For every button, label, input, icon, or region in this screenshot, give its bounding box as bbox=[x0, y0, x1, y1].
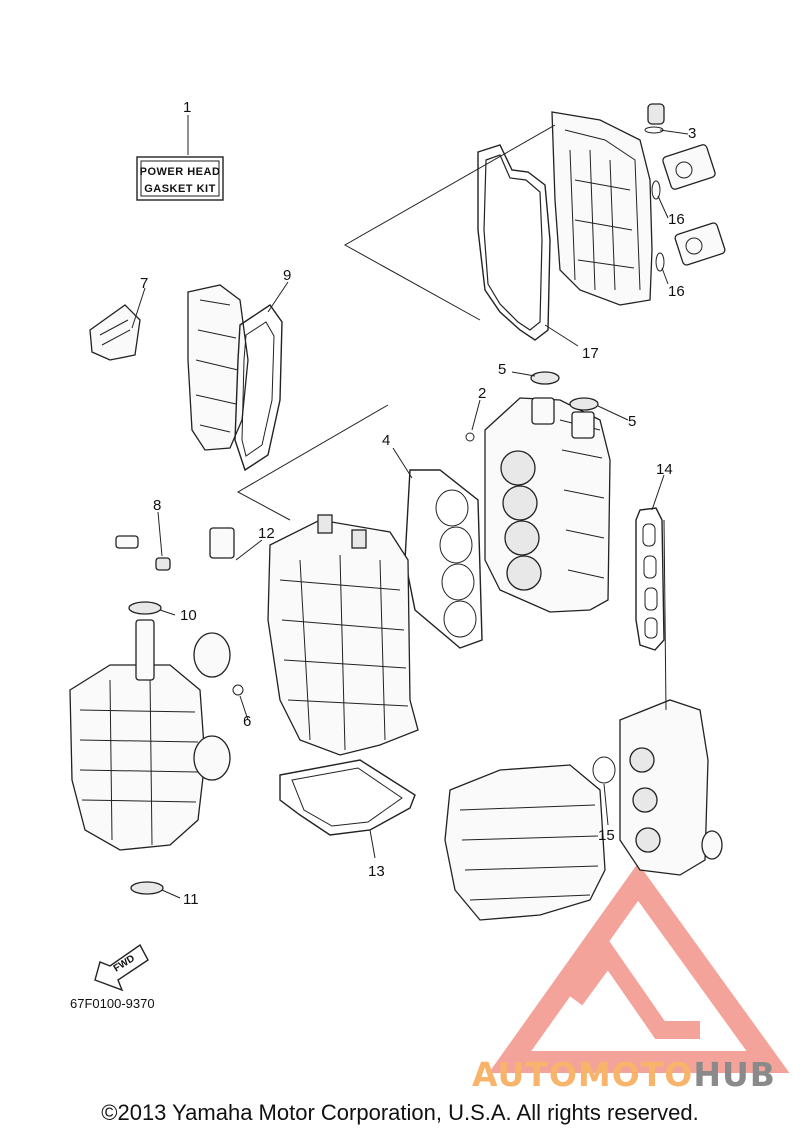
copyright-notice: ©2013 Yamaha Motor Corporation, U.S.A. A… bbox=[101, 1100, 699, 1125]
callout-13: 13 bbox=[368, 863, 385, 880]
oil-seal-5-right[interactable] bbox=[569, 397, 599, 411]
callout-5-left: 5 bbox=[498, 361, 506, 378]
callout-16-upper: 16 bbox=[668, 211, 685, 228]
throttle-body[interactable] bbox=[619, 699, 723, 876]
callout-15: 15 bbox=[598, 827, 615, 844]
callout-16-lower: 16 bbox=[668, 283, 685, 300]
callout-10: 10 bbox=[180, 607, 197, 624]
sensor-assembly[interactable] bbox=[115, 535, 171, 571]
watermark-text: AUTOMOTOHUB bbox=[472, 1055, 776, 1094]
oil-seal-10[interactable] bbox=[128, 601, 162, 615]
callout-labels: 1 2 3 4 5 5 6 7 8 9 10 11 12 13 14 15 16… bbox=[140, 99, 696, 908]
fuel-pump-lower[interactable] bbox=[674, 222, 726, 266]
oil-seal-11[interactable] bbox=[130, 881, 164, 895]
washer-2[interactable] bbox=[465, 432, 475, 442]
o-ring-15[interactable] bbox=[592, 756, 616, 784]
diagram-part-number: 67F0100-9370 bbox=[70, 996, 155, 1011]
crankcase-assembly[interactable] bbox=[69, 619, 231, 851]
base-gasket[interactable] bbox=[279, 759, 416, 836]
exhaust-cover-gasket[interactable] bbox=[234, 304, 283, 472]
callout-3: 3 bbox=[688, 125, 696, 142]
callout-1: 1 bbox=[183, 99, 191, 116]
head-cover-gasket[interactable] bbox=[477, 144, 551, 341]
watermark-logo bbox=[488, 863, 790, 1073]
callout-17: 17 bbox=[582, 345, 599, 362]
callout-5-right: 5 bbox=[628, 413, 636, 430]
cylinder-head-gasket[interactable] bbox=[404, 469, 483, 649]
callout-7: 7 bbox=[140, 275, 148, 292]
callout-9: 9 bbox=[283, 267, 291, 284]
watermark-brand-hub: HUB bbox=[693, 1055, 776, 1094]
fwd-arrow-icon: FWD bbox=[94, 943, 149, 992]
bracket-12[interactable] bbox=[209, 527, 235, 559]
kit-box-line1: POWER HEAD bbox=[140, 166, 221, 178]
o-ring-16-upper[interactable] bbox=[651, 180, 661, 200]
callout-4: 4 bbox=[382, 432, 390, 449]
kit-box-line2: GASKET KIT bbox=[144, 183, 216, 195]
oil-filler-cap[interactable] bbox=[647, 103, 665, 125]
oil-seal-5-left[interactable] bbox=[530, 371, 560, 385]
fuel-pump-upper[interactable] bbox=[662, 144, 716, 191]
callout-12: 12 bbox=[258, 525, 275, 542]
watermark-brand-automoto: AUTOMOTO bbox=[472, 1055, 693, 1094]
gasket-kit-box: POWER HEAD GASKET KIT bbox=[136, 156, 224, 201]
callout-11: 11 bbox=[183, 891, 199, 908]
thermostat-housing[interactable] bbox=[89, 304, 141, 361]
intake-manifold[interactable] bbox=[444, 764, 606, 921]
callout-6: 6 bbox=[243, 713, 251, 730]
callout-2: 2 bbox=[478, 385, 486, 402]
cylinder-head-cover[interactable] bbox=[551, 111, 653, 306]
o-ring-16-lower[interactable] bbox=[655, 252, 665, 272]
callout-14: 14 bbox=[656, 461, 673, 478]
exhaust-manifold-gasket[interactable] bbox=[635, 507, 665, 651]
svg-text:AUTOMOTOHUB: AUTOMOTOHUB bbox=[472, 1055, 776, 1094]
exhaust-cover[interactable] bbox=[187, 284, 249, 451]
leader-lines bbox=[131, 115, 689, 899]
cylinder-block[interactable] bbox=[267, 514, 419, 756]
callout-8: 8 bbox=[153, 497, 161, 514]
washer-6[interactable] bbox=[232, 684, 244, 696]
cylinder-head[interactable] bbox=[484, 397, 611, 613]
